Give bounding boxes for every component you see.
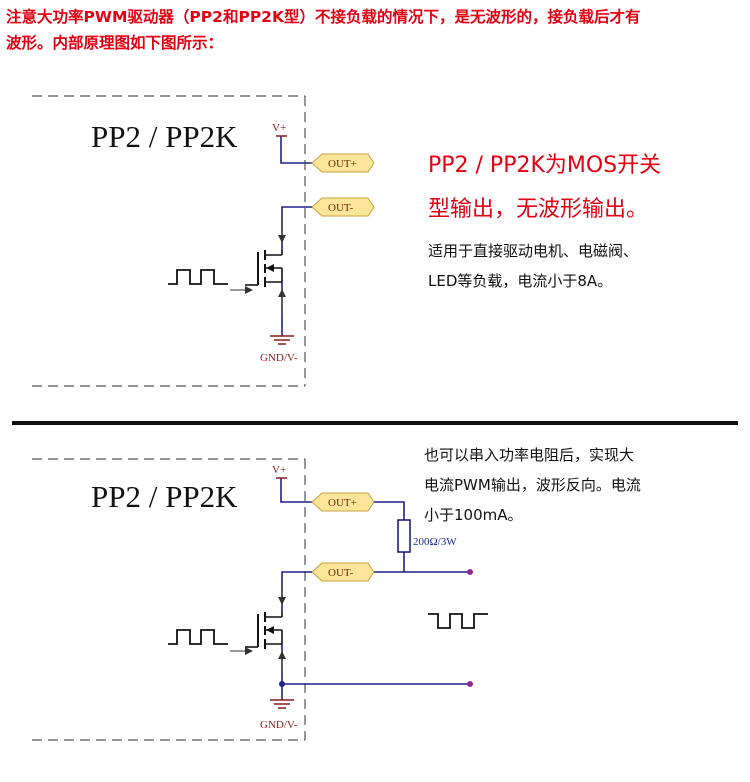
header-line1-g: 型）不接负载的情况下，是无波形的，接负载后才有 bbox=[283, 7, 641, 26]
panel1-desc-line2: LED等负载，电流小于8A。 bbox=[428, 272, 613, 290]
panel1-gnd-label: GND/V- bbox=[260, 352, 298, 364]
panel1-out-plus-label: OUT+ bbox=[328, 158, 357, 170]
header-line1-b: PWM bbox=[83, 8, 128, 26]
panel1-pwm-input-wave bbox=[168, 269, 228, 285]
panel1-ground-icon bbox=[270, 335, 294, 345]
panel1-mosfet-icon bbox=[245, 250, 283, 287]
panel1-drain-wire bbox=[281, 206, 312, 250]
panel1-headline-line1: PP2 / PP2K为MOS开关 bbox=[428, 153, 662, 178]
header-line1-f: PP2K bbox=[238, 8, 284, 26]
panel2-ground-icon bbox=[270, 699, 294, 709]
panel2-vplus-wire bbox=[280, 478, 312, 503]
panel1-port-out-plus: OUT+ bbox=[311, 153, 375, 173]
panel2-drain-wire bbox=[281, 571, 312, 612]
panel2-resistor-icon bbox=[397, 519, 411, 553]
panel1-port-out-minus: OUT- bbox=[311, 197, 375, 217]
header-line2: 波形。内部原理图如下图所示： bbox=[6, 33, 224, 52]
panel2-out-plus-label: OUT+ bbox=[328, 497, 357, 509]
panel1-headline-line2: 型输出，无波形输出。 bbox=[428, 197, 649, 222]
header-line1-c: 驱动器（ bbox=[127, 7, 190, 26]
header-line1-e: 和 bbox=[222, 7, 239, 26]
header-line1-a: 注意大功率 bbox=[6, 7, 84, 26]
panel2-resistor-label: 200Ω/3W bbox=[413, 536, 457, 548]
panel1-diagram: PP2 / PP2K V+ OUT+ OUT- bbox=[32, 95, 375, 387]
panel2-gnd-terminal bbox=[467, 681, 473, 687]
panel1-out-minus-label: OUT- bbox=[328, 202, 354, 214]
panel2-resistor-top-wire bbox=[374, 501, 405, 520]
panel1-vplus-label: V+ bbox=[272, 122, 286, 134]
panel2-port-out-plus: OUT+ bbox=[311, 492, 375, 512]
panel1-title: PP2 / PP2K bbox=[91, 119, 238, 154]
header: 注意大功率PWM驱动器（PP2和PP2K型）不接负载的情况下，是无波形的，接负载… bbox=[6, 4, 744, 56]
panel2-desc-line1: 也可以串入功率电阻后，实现大 bbox=[424, 446, 635, 464]
panel2-gnd-label: GND/V- bbox=[260, 719, 298, 731]
panel1-desc-line1: 适用于直接驱动电机、电磁阀、 bbox=[428, 242, 639, 260]
panel2-description: 也可以串入功率电阻后，实现大 电流PWM输出，波形反向。电流 小于100mA。 bbox=[424, 440, 641, 530]
panel1-description: 适用于直接驱动电机、电磁阀、 LED等负载，电流小于8A。 bbox=[428, 236, 638, 296]
header-line1-d: PP2 bbox=[189, 8, 223, 26]
panel2-diagram: PP2 / PP2K V+ OUT+ OUT- 200Ω/3W bbox=[32, 458, 488, 741]
panel1-vplus-wire bbox=[280, 136, 312, 164]
panel2-port-out-minus: OUT- bbox=[311, 562, 375, 582]
panel2-title: PP2 / PP2K bbox=[91, 479, 238, 514]
panel2-output-terminal bbox=[467, 569, 473, 575]
panel2-pwm-output-wave bbox=[428, 613, 488, 629]
panel1-headline: PP2 / PP2K为MOS开关 型输出，无波形输出。 bbox=[428, 150, 661, 226]
panel2-desc-line2: 电流PWM输出，波形反向。电流 bbox=[424, 476, 641, 494]
panel2-out-minus-label: OUT- bbox=[328, 567, 354, 579]
panel2-desc-line3: 小于100mA。 bbox=[424, 506, 523, 524]
panel2-pwm-input-wave bbox=[168, 629, 228, 645]
panel2-mosfet-icon bbox=[245, 612, 283, 649]
panel2-vplus-label: V+ bbox=[272, 464, 286, 476]
